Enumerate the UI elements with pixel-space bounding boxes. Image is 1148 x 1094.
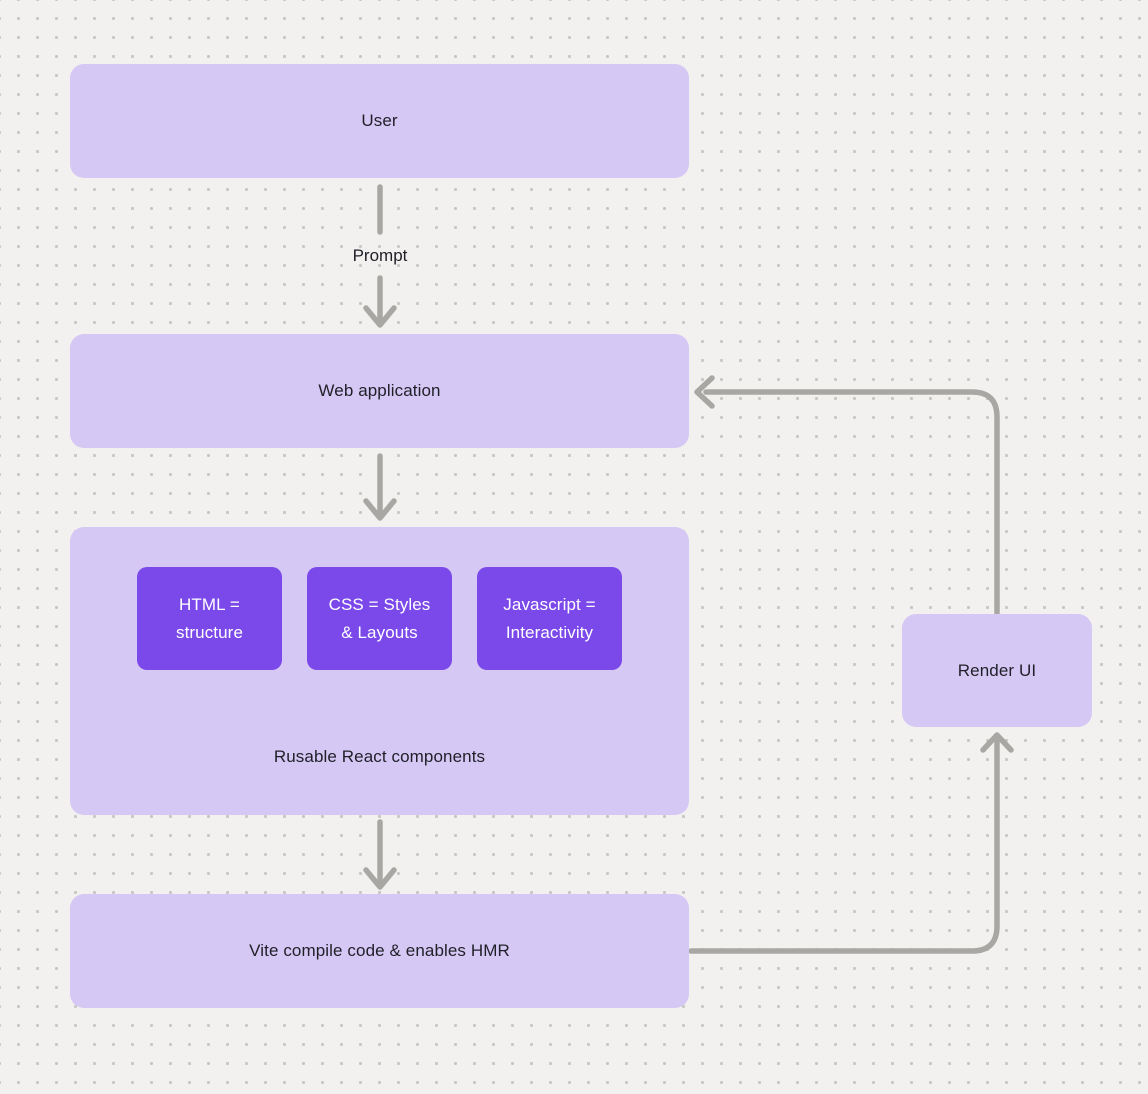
node-vite-label: Vite compile code & enables HMR bbox=[249, 941, 510, 960]
node-render-ui-label: Render UI bbox=[957, 660, 1037, 680]
arrowhead-up-renderui bbox=[980, 732, 1014, 753]
edge-renderui-to-webapp-line bbox=[703, 389, 1000, 616]
chip-css: CSS = Styles & Layouts bbox=[307, 567, 452, 670]
arrowhead-down-components bbox=[363, 498, 397, 521]
chip-javascript-label: Javascript = Interactivity bbox=[503, 594, 596, 642]
chip-html-label: HTML = structure bbox=[175, 594, 244, 642]
edge-label-prompt: Prompt bbox=[352, 246, 408, 265]
arrowhead-down-vite bbox=[363, 867, 397, 890]
group-caption: Rusable React components bbox=[273, 747, 486, 766]
group-react-components: HTML = structure CSS = Styles & Layouts … bbox=[70, 527, 689, 815]
node-user-label: User bbox=[361, 111, 398, 130]
arrowhead-left-webapp bbox=[694, 375, 715, 409]
node-render-ui: Render UI bbox=[902, 614, 1092, 727]
node-web-application-label: Web application bbox=[318, 381, 441, 400]
node-user: User bbox=[70, 64, 689, 178]
chip-css-label: CSS = Styles & Layouts bbox=[328, 594, 431, 642]
edge-vite-to-renderui-line bbox=[688, 739, 1000, 954]
arrowhead-down-webapp bbox=[363, 305, 397, 328]
node-vite: Vite compile code & enables HMR bbox=[70, 894, 689, 1008]
chip-html: HTML = structure bbox=[137, 567, 282, 670]
node-web-application: Web application bbox=[70, 334, 689, 448]
chip-javascript: Javascript = Interactivity bbox=[477, 567, 622, 670]
